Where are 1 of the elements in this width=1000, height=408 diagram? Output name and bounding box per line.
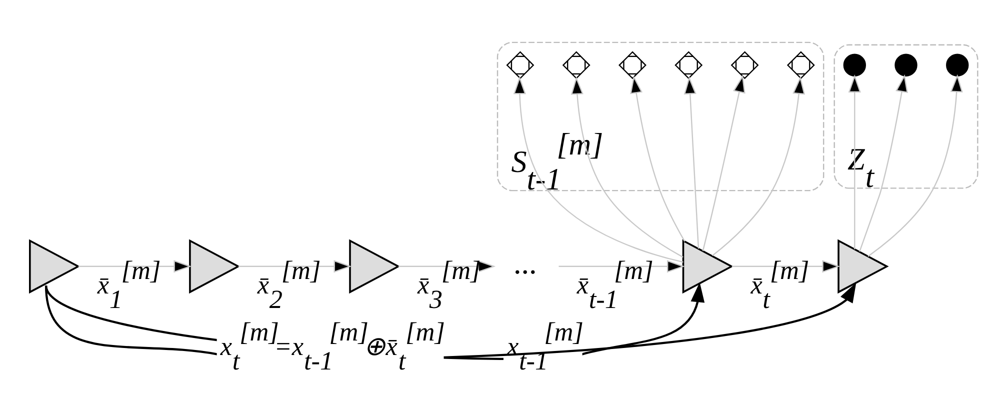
node-text: ... [514, 245, 538, 280]
